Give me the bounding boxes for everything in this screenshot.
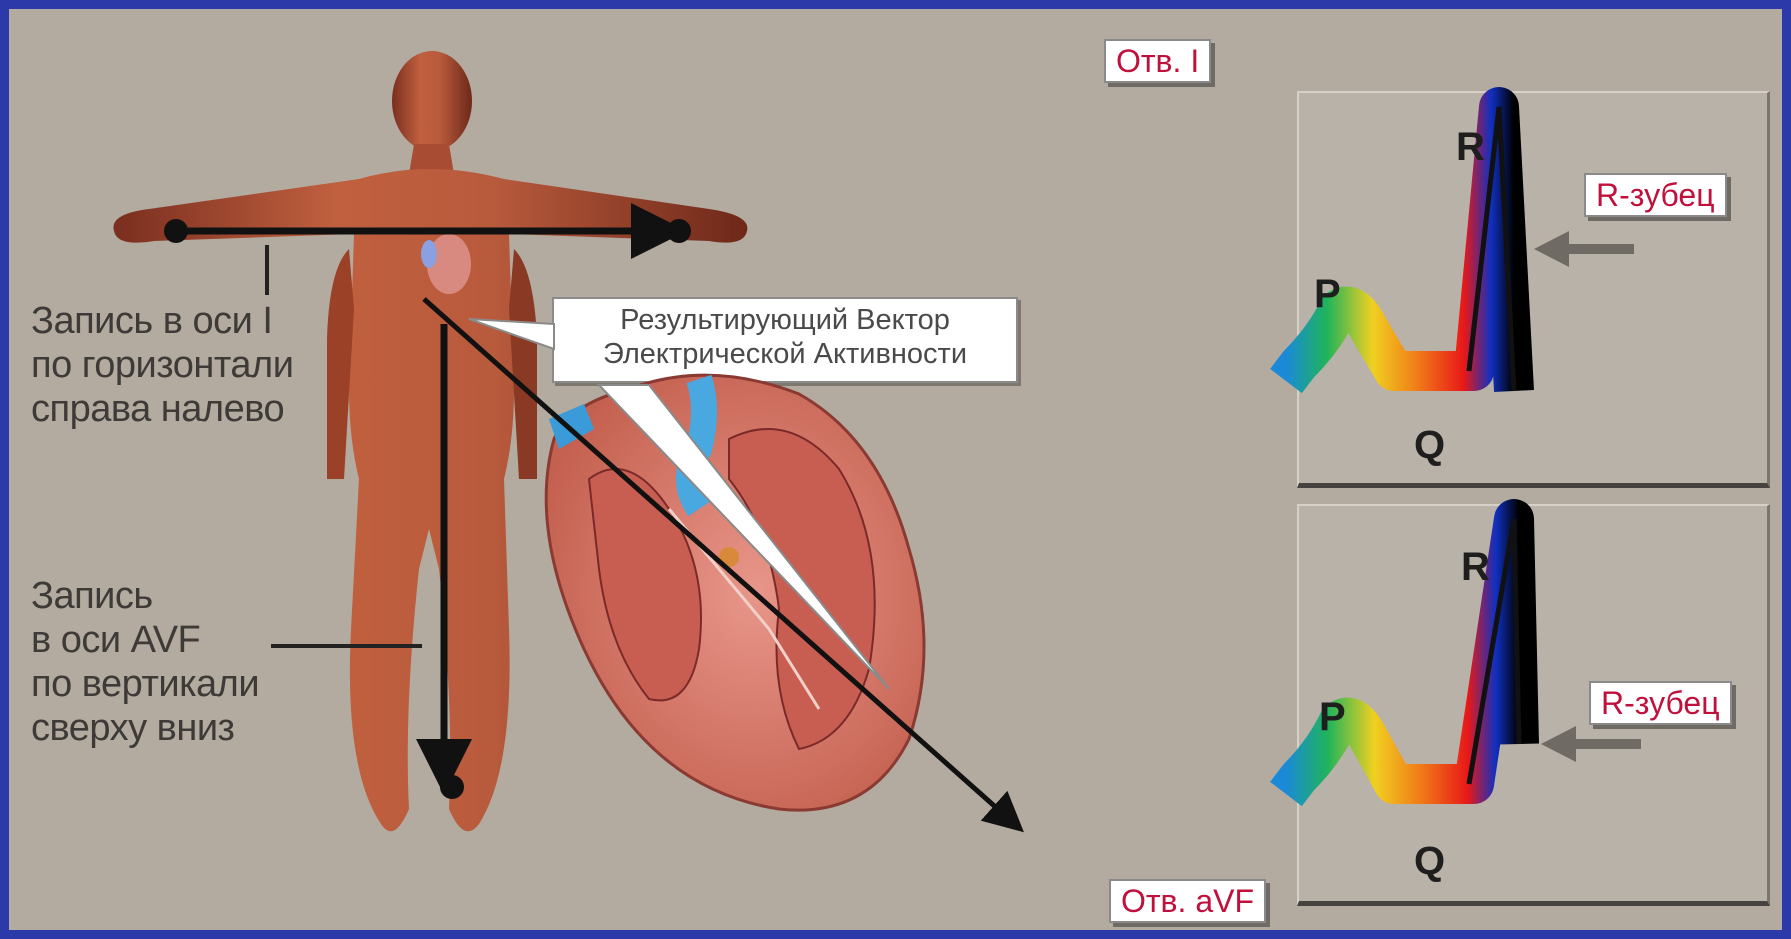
lead-avf-title: Отв. aVF bbox=[1109, 879, 1266, 923]
heart-cross-section bbox=[546, 375, 924, 810]
lead-avf-r-label: R bbox=[1461, 547, 1490, 587]
lead-i-r-label: R bbox=[1456, 127, 1485, 167]
diagram-frame: Запись в оси I по горизонтали справа нал… bbox=[9, 9, 1782, 930]
leg-electrode bbox=[440, 775, 464, 799]
right-arm-electrode bbox=[164, 219, 188, 243]
lead-avf-q-label: Q bbox=[1414, 841, 1445, 881]
lead-i-title: Отв. I bbox=[1104, 39, 1211, 83]
lead-i-p-label: P bbox=[1314, 274, 1341, 314]
left-arm-electrode bbox=[667, 219, 691, 243]
illustration bbox=[9, 9, 1782, 930]
lead-avf-p-label: P bbox=[1319, 697, 1346, 737]
r-wave-pointer-lead-i bbox=[1534, 231, 1634, 267]
lead-avf-r-wave-tag: R-зубец bbox=[1589, 681, 1732, 725]
r-wave-pointer-lead-avf bbox=[1541, 726, 1641, 762]
lead-i-q-label: Q bbox=[1414, 425, 1445, 465]
lead-i-r-wave-tag: R-зубец bbox=[1584, 173, 1727, 217]
